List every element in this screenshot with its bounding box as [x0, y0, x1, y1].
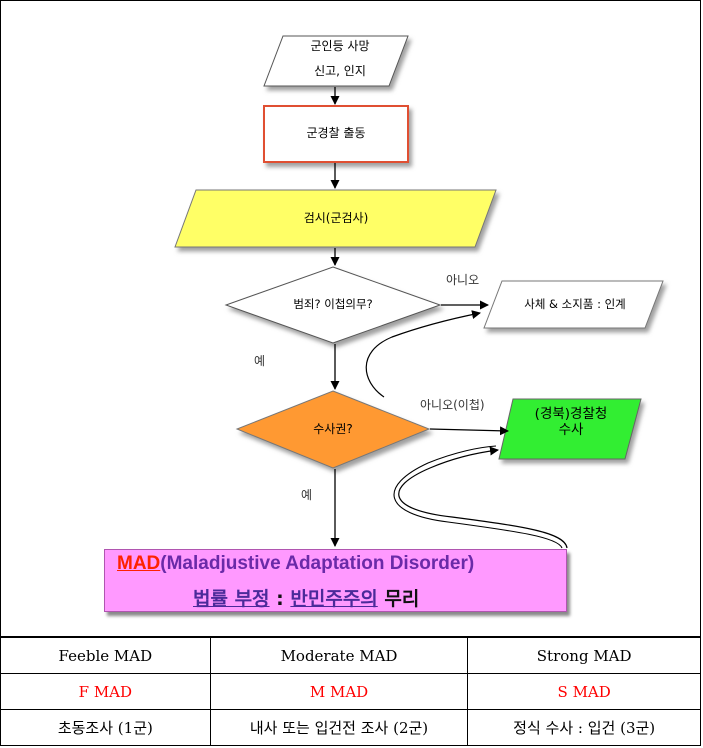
table-header-cell: Feeble MAD: [0, 636, 211, 674]
arrow-authority-police: [429, 426, 509, 436]
start-line1: 군인등 사망: [310, 39, 370, 53]
mad-colon: :: [269, 588, 291, 610]
handover-label: 사체 & 소지품 : 인계: [524, 297, 626, 311]
flowchart: 군인등 사망 신고, 인지 군경찰 출동 검시(군검사) 범죄? 이첩의무? 아…: [104, 35, 664, 612]
mad-title: MAD(Maladjustive Adaptation Disorder): [117, 553, 474, 575]
table-description-cell: 정식 수사 : 입건 (3군): [467, 709, 701, 746]
mad-abbr: MAD: [117, 553, 161, 574]
table-row: F MAD M MAD S MAD: [0, 673, 701, 710]
edge-label-no-1: 아니오: [446, 273, 480, 287]
mad-phrase-antidemocracy: 반민주주의: [290, 588, 378, 610]
police-label: (경북)경찰청 수사: [506, 406, 636, 438]
edge-label-yes-1: 예: [254, 354, 266, 368]
autopsy-label: 검시(군검사): [303, 211, 369, 225]
mad-subtitle: 법률 부정 : 반민주주의 무리: [193, 584, 419, 611]
table-description-cell: 내사 또는 입건전 조사 (2군): [209, 709, 469, 746]
table-description-cell: 초동조사 (1군): [0, 709, 211, 746]
table-header-cell: Moderate MAD: [209, 636, 469, 674]
mad-table: Feeble MAD Moderate MAD Strong MAD F MAD…: [0, 636, 701, 746]
decision-authority-label: 수사권?: [313, 422, 353, 436]
edge-label-yes-2: 예: [301, 488, 313, 502]
curve-mad-to-police-outer: [393, 445, 563, 549]
decision-crime-label: 범죄? 이첩의무?: [293, 297, 373, 311]
table-header-cell: Strong MAD: [467, 636, 701, 674]
mad-tail: 무리: [377, 588, 420, 610]
table-row: Feeble MAD Moderate MAD Strong MAD: [0, 636, 701, 674]
police-line1: (경북)경찰청: [534, 406, 608, 422]
edge-label-no-2: 아니오(이첩): [420, 398, 485, 412]
dispatch-label: 군경찰 출동: [306, 126, 366, 140]
mad-phrase-law-denial: 법률 부정: [193, 588, 270, 610]
start-shape: [263, 35, 409, 87]
start-line2: 신고, 인지: [314, 64, 366, 79]
table-code-cell: F MAD: [0, 673, 211, 710]
curve-authority-to-handover: [365, 310, 481, 398]
table-code-cell: M MAD: [209, 673, 469, 710]
decision-authority-shape: [235, 390, 431, 469]
start-label: 군인등 사망 신고, 인지: [288, 38, 392, 79]
decision-crime-shape: [224, 266, 442, 344]
dispatch-shape: [263, 105, 409, 163]
curve-mad-to-police: [398, 446, 568, 549]
handover-shape: [483, 280, 664, 329]
mad-expansion: (Maladjustive Adaptation Disorder): [160, 553, 475, 574]
table-row: 초동조사 (1군) 내사 또는 입건전 조사 (2군) 정식 수사 : 입건 (…: [0, 709, 701, 746]
table-code-cell: S MAD: [467, 673, 701, 710]
autopsy-shape: [174, 189, 497, 248]
police-shape: [498, 398, 642, 460]
mad-box: MAD(Maladjustive Adaptation Disorder) 법률…: [104, 549, 567, 612]
police-line2: 수사: [558, 421, 584, 438]
